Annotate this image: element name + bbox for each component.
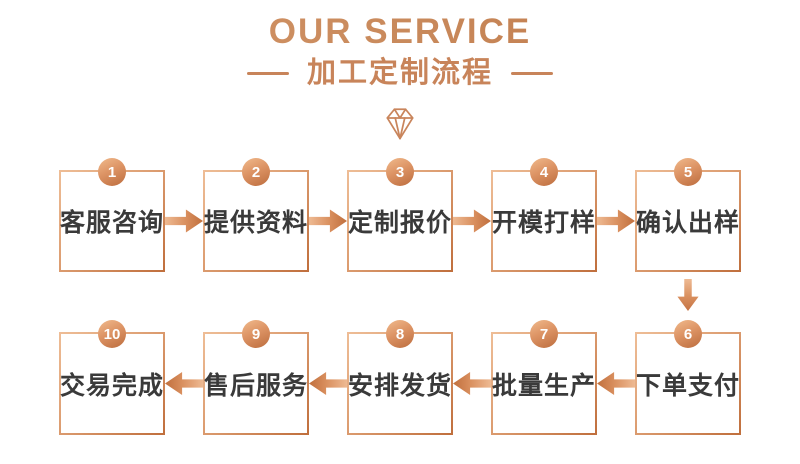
- arrow-right-icon: [165, 209, 203, 233]
- step-label: 客服咨询: [60, 209, 165, 237]
- step-box-2: 2 提供资料: [203, 158, 309, 272]
- flow-row-bottom: 10 交易完成 9 售后服务 8 安排发货 7 批量生产 6 下单支付: [59, 320, 741, 435]
- step-box-10: 10 交易完成: [59, 320, 165, 435]
- arrow-left-icon: [165, 371, 203, 396]
- step-label: 开模打样: [492, 209, 597, 237]
- step-number-badge: 10: [98, 320, 126, 348]
- arrow-down-icon: [677, 279, 699, 311]
- step-number-badge: 9: [242, 320, 270, 348]
- arrow-left-icon: [453, 371, 491, 396]
- subtitle-left-dash: [246, 72, 289, 75]
- flow-row-top: 1 客服咨询 2 提供资料 3 定制报价 4 开模打样 5 确认出样: [59, 158, 741, 272]
- step-number-badge: 7: [530, 320, 558, 348]
- step-label: 提供资料: [204, 209, 309, 237]
- diamond-icon: [0, 106, 800, 141]
- step-box-9: 9 售后服务: [203, 320, 309, 435]
- step-number-badge: 6: [674, 320, 702, 348]
- step-box-1: 1 客服咨询: [59, 158, 165, 272]
- page-title: OUR SERVICE: [0, 14, 800, 49]
- step-number-badge: 4: [530, 158, 558, 186]
- step-label: 下单支付: [636, 371, 741, 400]
- arrow-left-icon: [597, 371, 635, 396]
- step-number-badge: 2: [242, 158, 270, 186]
- subtitle-text: 加工定制流程: [306, 57, 493, 89]
- step-number-badge: 5: [674, 158, 702, 186]
- arrow-right-icon: [597, 209, 635, 233]
- subtitle: 加工定制流程: [0, 59, 800, 88]
- step-box-6: 6 下单支付: [635, 320, 741, 435]
- step-label: 安排发货: [348, 371, 453, 400]
- step-box-7: 7 批量生产: [491, 320, 597, 435]
- arrow-left-icon: [309, 371, 347, 396]
- subtitle-right-dash: [511, 72, 553, 75]
- step-label: 批量生产: [492, 371, 597, 400]
- step-number-badge: 3: [386, 158, 414, 186]
- step-label: 定制报价: [348, 209, 453, 237]
- step-box-5: 5 确认出样: [635, 158, 741, 272]
- arrow-right-icon: [309, 209, 347, 233]
- step-number-badge: 8: [386, 320, 414, 348]
- step-box-3: 3 定制报价: [347, 158, 453, 272]
- step-box-4: 4 开模打样: [491, 158, 597, 272]
- step-label: 确认出样: [636, 209, 741, 237]
- step-number-badge: 1: [98, 158, 126, 186]
- step-label: 售后服务: [204, 371, 309, 400]
- step-box-8: 8 安排发货: [347, 320, 453, 435]
- arrow-right-icon: [453, 209, 491, 233]
- step-label: 交易完成: [60, 371, 165, 400]
